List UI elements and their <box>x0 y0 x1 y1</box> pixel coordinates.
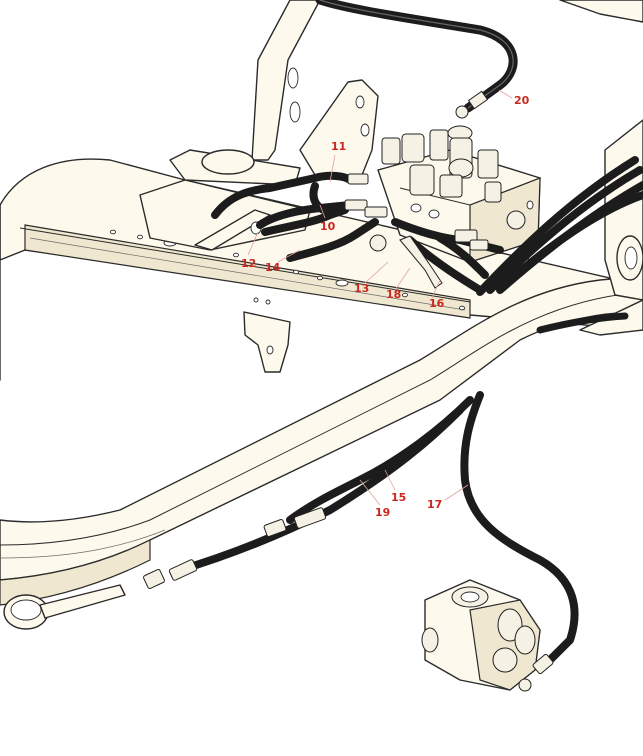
callout-19: 19 <box>375 506 390 519</box>
callout-18: 18 <box>386 288 401 301</box>
hanging-bracket <box>243 311 291 373</box>
callout-labels: 20 11 10 12 14 13 18 16 15 19 17 <box>241 94 530 519</box>
lower-frame-rail <box>0 275 643 606</box>
callout-12: 12 <box>241 257 256 270</box>
callout-11: 11 <box>331 140 346 153</box>
mounting-bracket <box>299 79 379 176</box>
callout-17: 17 <box>427 498 442 511</box>
hydraulic-pump <box>421 579 541 692</box>
callout-14: 14 <box>265 261 281 274</box>
leader-lines <box>247 89 513 506</box>
callout-10: 10 <box>320 220 336 233</box>
callout-20: 20 <box>514 94 530 107</box>
rear-upright-frame <box>251 0 643 161</box>
callout-16: 16 <box>429 297 445 310</box>
callout-15: 15 <box>391 491 406 504</box>
callout-13: 13 <box>354 282 369 295</box>
left-end-tube <box>0 204 126 630</box>
hydraulic-hoses <box>143 0 643 675</box>
